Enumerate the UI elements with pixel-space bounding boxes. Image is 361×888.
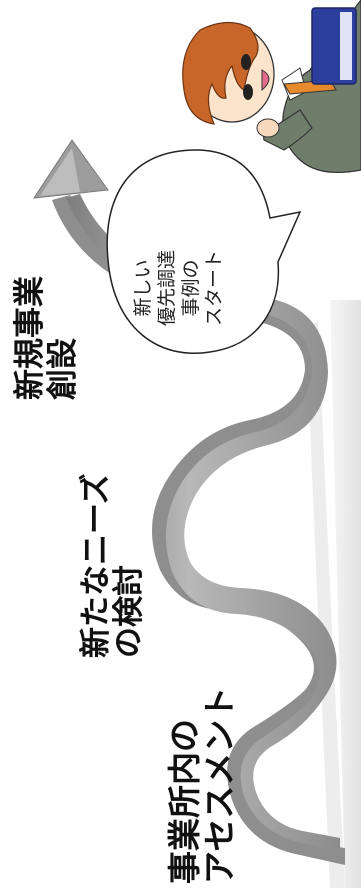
- stage-label-line: の検討: [110, 565, 147, 658]
- speech-bubble-shape: [106, 149, 302, 354]
- stage-label-new-needs: 新たなニーズ の検討: [78, 473, 147, 658]
- stage-label-line: 新たなニーズ: [78, 473, 114, 658]
- growth-arrow: [33, 139, 345, 865]
- speech-bubble-line: 事例の: [179, 259, 202, 317]
- speech-bubble-line: スタート: [203, 249, 226, 326]
- speech-bubble-line: 優先調達: [155, 249, 178, 326]
- character-eye: [243, 84, 253, 100]
- ground-shadow: [306, 320, 345, 888]
- character-mouth: [261, 69, 270, 92]
- arrow-head-face: [40, 148, 80, 196]
- stage-label-line: 事業所内の: [165, 719, 204, 884]
- stage-label-assessment: 事業所内の アセスメント: [165, 686, 239, 884]
- stage-label-line: 創設: [44, 338, 81, 400]
- book-pages: [340, 12, 352, 80]
- stage-label-new-business: 新規事業 創設: [12, 276, 81, 400]
- stage-label-line: アセスメント: [199, 686, 239, 884]
- speech-bubble-text: 新しい 優先調達 事例の スタート: [132, 250, 227, 326]
- character-hair: [182, 21, 259, 125]
- stage-label-line: 新規事業: [12, 276, 48, 400]
- businessman-illustration: [182, 0, 361, 174]
- character-hand: [256, 118, 280, 138]
- ground-slab: [330, 300, 361, 888]
- character-eye: [241, 54, 251, 70]
- speech-bubble: [106, 149, 302, 354]
- speech-bubble-line: 新しい: [132, 259, 154, 317]
